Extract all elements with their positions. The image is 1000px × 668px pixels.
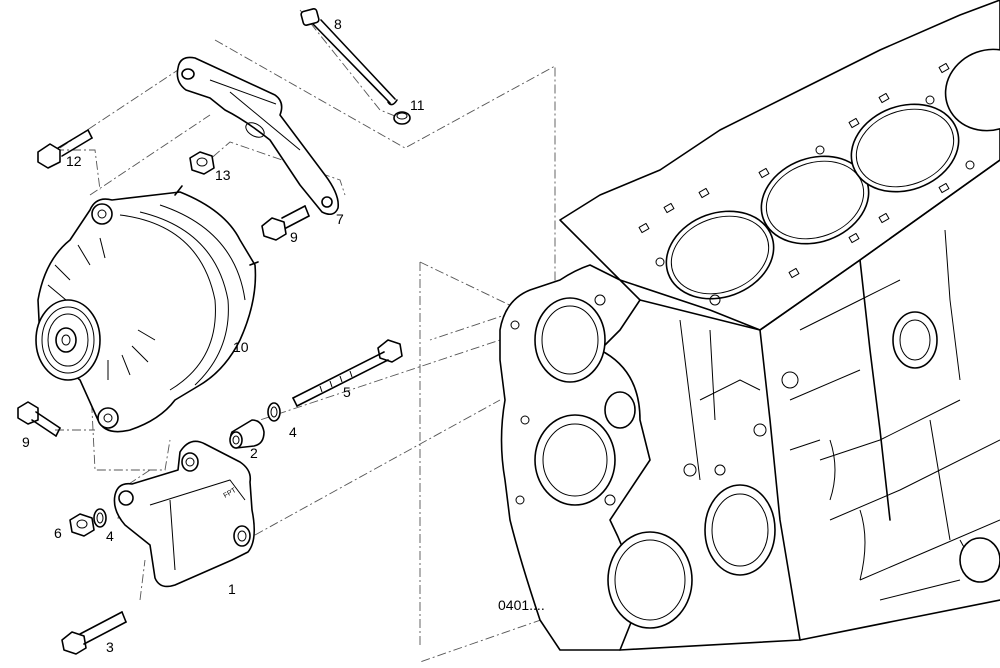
callout-9-lower: 9 — [22, 434, 30, 450]
callout-10: 10 — [233, 339, 249, 355]
nut-13 — [189, 151, 215, 175]
washer-4-lower — [93, 508, 107, 528]
callout-2: 2 — [250, 445, 258, 461]
bolt-3 — [61, 611, 127, 655]
bolt-12 — [37, 129, 93, 169]
callout-13: 13 — [215, 167, 231, 183]
bracket-7 — [176, 56, 340, 216]
callout-4-upper: 4 — [289, 424, 297, 440]
callout-8: 8 — [334, 16, 342, 32]
callout-5: 5 — [343, 384, 351, 400]
callout-9-upper: 9 — [290, 229, 298, 245]
callout-12: 12 — [66, 153, 82, 169]
support-bracket-1: FPT — [113, 440, 256, 588]
callout-3: 3 — [106, 639, 114, 655]
engine-block — [499, 0, 1000, 651]
callout-1: 1 — [228, 581, 236, 597]
washer-4-upper — [267, 402, 281, 422]
callout-6: 6 — [54, 525, 62, 541]
alternator-10 — [35, 185, 259, 433]
callout-4-lower: 4 — [106, 528, 114, 544]
drawing-code: 0401.... — [498, 597, 545, 613]
nut-6 — [69, 513, 95, 537]
bolt-9-lower — [17, 401, 61, 437]
bushing-2 — [229, 419, 265, 449]
bolt-9-upper — [261, 205, 310, 241]
nut-11 — [393, 111, 411, 125]
callout-7: 7 — [336, 211, 344, 227]
bolt-5 — [292, 339, 403, 407]
callout-11: 11 — [410, 97, 425, 113]
bolt-8 — [300, 8, 398, 106]
